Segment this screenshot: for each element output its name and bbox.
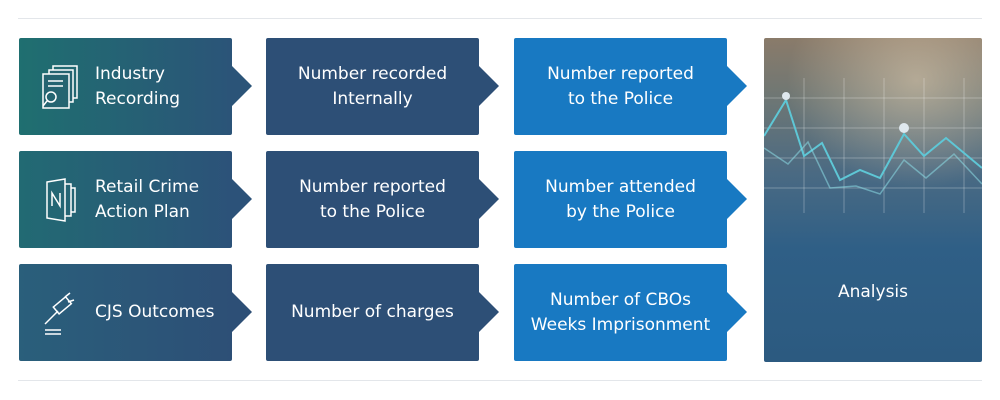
- metric-label: Number of charges: [291, 302, 454, 322]
- gavel-icon: [44, 291, 75, 335]
- metric-label: Number reported to the Police: [299, 176, 446, 222]
- outcome-box: Number of CBOs Weeks Imprisonment: [514, 264, 727, 361]
- arrow: [479, 179, 499, 219]
- arrow: [232, 179, 252, 219]
- background-glow: [764, 38, 982, 208]
- source-box-cjs-outcomes: CJS Outcomes: [19, 264, 232, 361]
- source-box-industry-recording: Industry Recording: [19, 38, 232, 135]
- bottom-divider: [18, 380, 982, 381]
- metric-box: Number recorded Internally: [266, 38, 479, 135]
- arrow: [232, 292, 252, 332]
- source-box-retail-crime-action-plan: Retail Crime Action Plan: [19, 151, 232, 248]
- arrow: [727, 66, 747, 106]
- notebook-icon: [46, 177, 76, 222]
- analysis-panel: Analysis: [764, 38, 982, 362]
- metric-label: Number recorded Internally: [297, 63, 448, 109]
- arrow: [727, 179, 747, 219]
- source-label: Retail Crime Action Plan: [95, 176, 200, 222]
- outcome-label: Number reported to the Police: [547, 63, 694, 109]
- analysis-label: Analysis: [837, 282, 909, 302]
- outcome-box: Number attended by the Police: [514, 151, 727, 248]
- arrow: [727, 292, 747, 332]
- source-label: CJS Outcomes: [95, 302, 215, 322]
- outcome-label: Number attended by the Police: [545, 176, 696, 222]
- documents-search-icon: [42, 64, 78, 109]
- source-label: Industry Recording: [95, 63, 181, 109]
- arrow: [479, 66, 499, 106]
- arrow: [232, 66, 252, 106]
- outcome-box: Number reported to the Police: [514, 38, 727, 135]
- metric-box: Number reported to the Police: [266, 151, 479, 248]
- metric-box: Number of charges: [266, 264, 479, 361]
- outcome-label: Number of CBOs Weeks Imprisonment: [530, 289, 711, 335]
- top-divider: [18, 18, 982, 19]
- analysis-graph-illustration: [764, 78, 982, 213]
- arrow: [479, 292, 499, 332]
